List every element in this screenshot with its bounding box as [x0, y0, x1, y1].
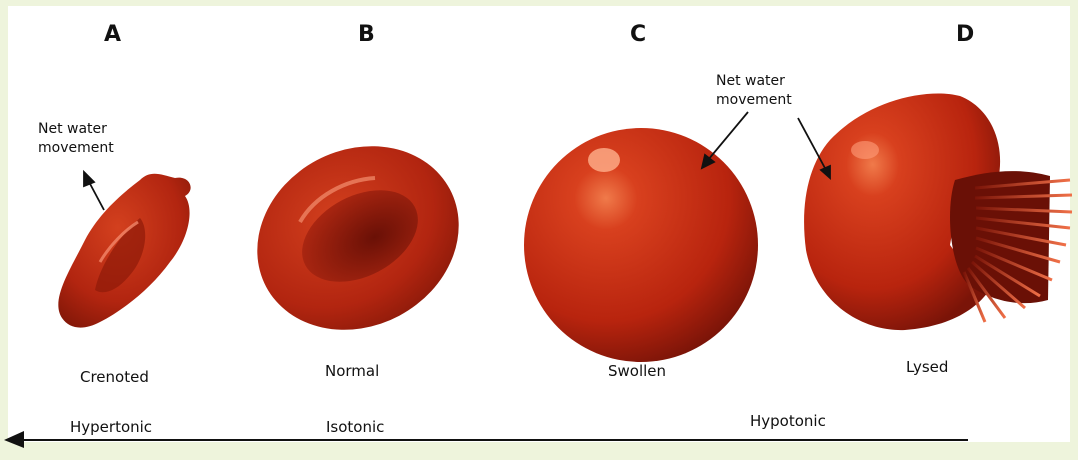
label-hypertonic: Hypertonic	[70, 418, 152, 436]
net-water-note-right-line2: movement	[716, 91, 792, 110]
label-lysed: Lysed	[906, 358, 948, 376]
crenated-cell	[58, 174, 190, 328]
net-water-note-left-line1: Net water	[38, 120, 114, 139]
cell-illustrations	[0, 0, 1078, 448]
lysed-cell	[804, 93, 1072, 330]
net-water-note-right-line1: Net water	[716, 72, 792, 91]
net-water-note-left-line2: movement	[38, 139, 114, 158]
label-swollen: Swollen	[608, 362, 666, 380]
label-crenated: Crenoted	[80, 368, 149, 386]
panel-letter-c: C	[630, 22, 646, 47]
net-water-note-right: Net water movement	[716, 72, 792, 110]
swollen-cell	[524, 128, 758, 362]
label-normal: Normal	[325, 362, 379, 380]
panel-letter-d: D	[956, 22, 974, 47]
normal-cell	[225, 111, 491, 364]
label-isotonic: Isotonic	[326, 418, 384, 436]
panel-letter-a: A	[104, 22, 121, 47]
panel-letter-b: B	[358, 22, 375, 47]
net-water-note-left: Net water movement	[38, 120, 114, 158]
label-hypotonic: Hypotonic	[750, 412, 826, 430]
axis-arrowhead-left	[4, 431, 24, 448]
